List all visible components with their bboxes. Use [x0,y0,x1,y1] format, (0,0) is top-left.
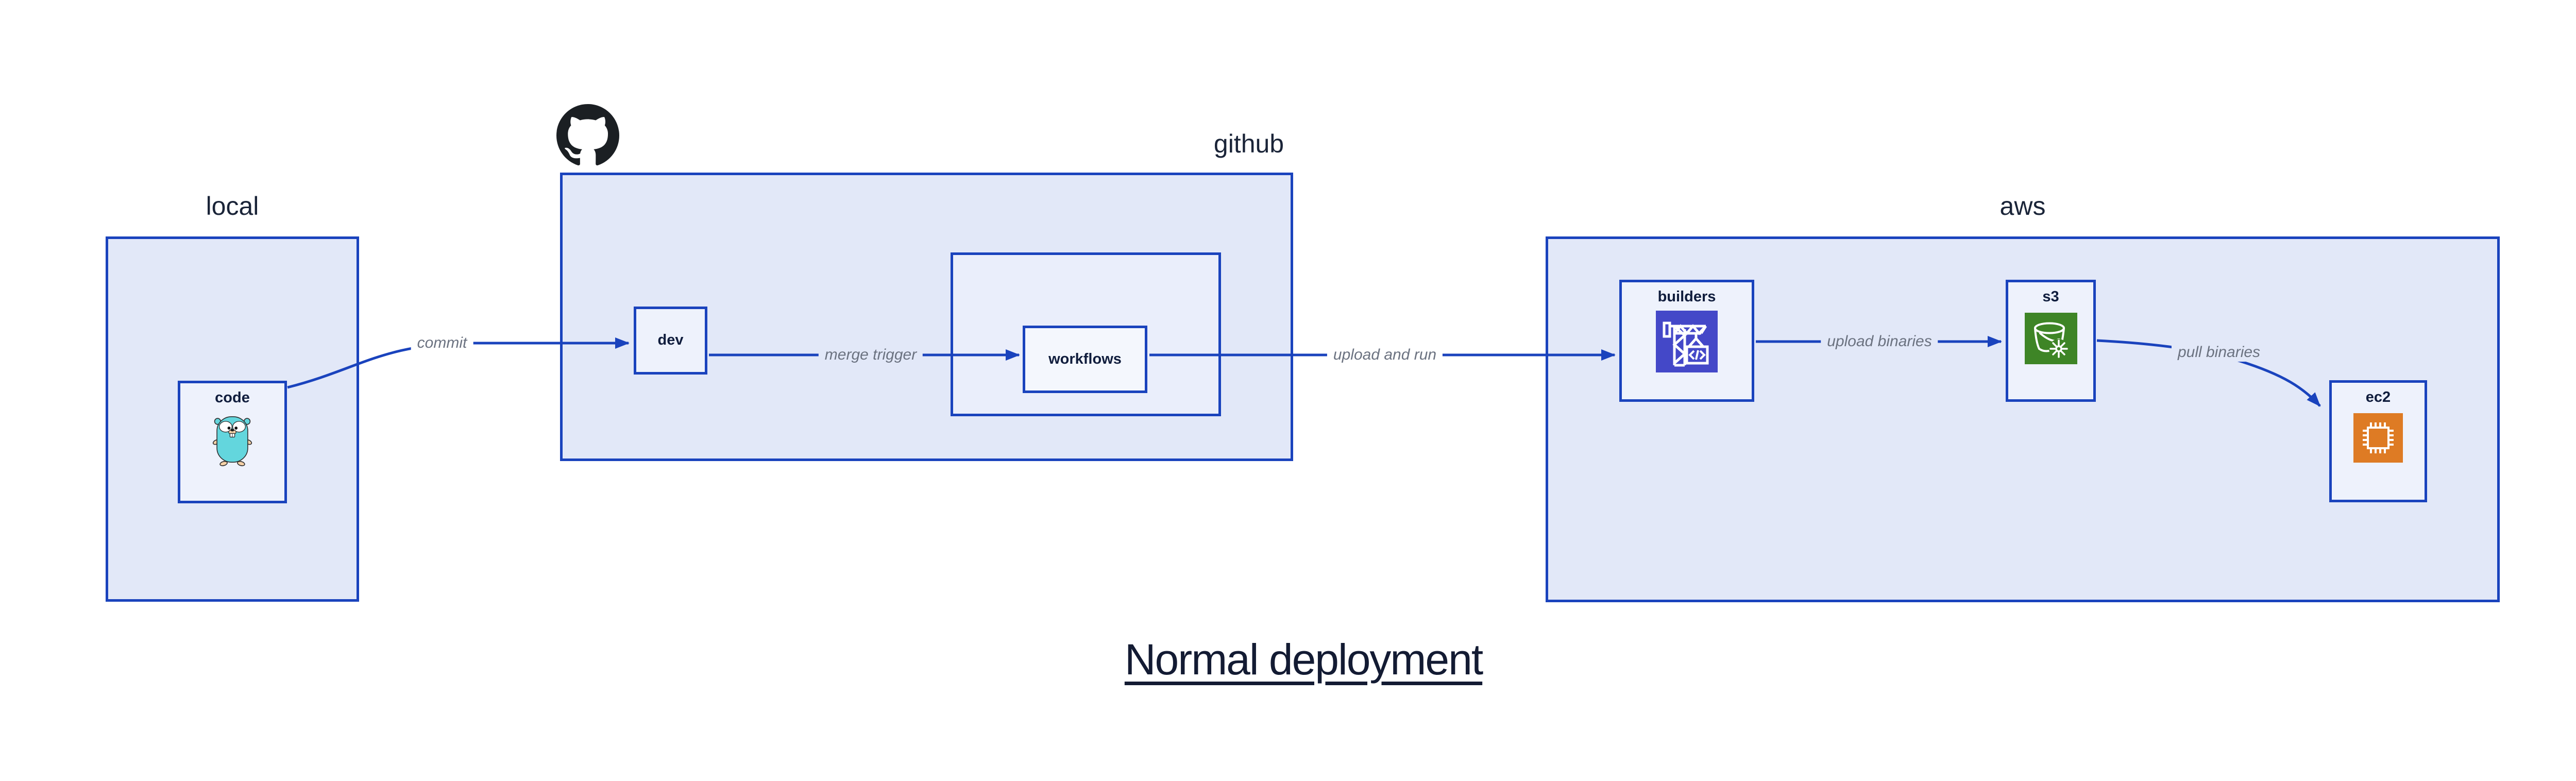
local-group-box: code [106,236,359,602]
workflows-node-label: workflows [1048,350,1122,367]
aws-group-label: aws [1999,192,2046,220]
github-octocat-icon [556,104,619,165]
workflows-node-box: workflows [1023,326,1147,393]
codebuild-crane-icon [1656,311,1718,373]
go-gopher-icon [212,416,252,467]
builders-node-label: builders [1657,288,1716,305]
ec2-node-label: ec2 [2365,389,2391,405]
ec2-node-box: ec2 [2329,380,2427,502]
diagram-title: Normal deployment [1124,635,1483,684]
edge-pull-binaries-label: pull binaries [2171,343,2267,362]
s3-node-box: s3 [2006,280,2096,402]
edge-upload-and-run-label: upload and run [1327,346,1443,364]
local-group-label: local [206,192,259,220]
edge-merge-trigger-label: merge trigger [818,346,923,364]
code-node-label: code [215,389,250,406]
s3-node-label: s3 [2042,288,2059,305]
s3-glacier-bucket-icon [2024,313,2077,365]
edge-upload-binaries-label: upload binaries [1821,332,1938,351]
dev-node-label: dev [657,332,684,349]
dev-node-box: dev [634,307,707,375]
github-group-label: github [1213,129,1284,158]
ec2-chip-icon [2353,413,2403,463]
master-group-box: workflows [951,252,1221,416]
code-node-box: code [178,381,287,503]
builders-node-box: builders [1619,280,1754,402]
aws-group-box: builders s3 [1546,236,2500,602]
edge-commit-label: commit [411,334,473,352]
github-group-box: dev workflows [560,173,1293,461]
